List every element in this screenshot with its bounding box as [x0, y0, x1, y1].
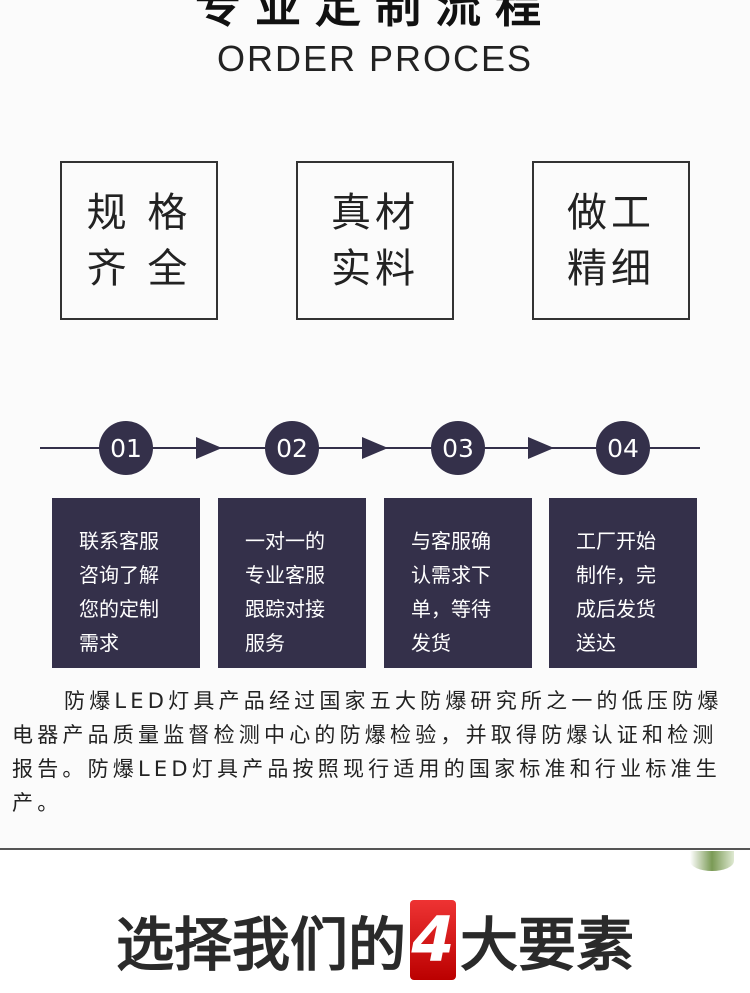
- feature-line: 真材: [331, 189, 419, 236]
- feature-box: 真材实料: [296, 161, 454, 320]
- step-box: 与客服确 认需求下 单，等待 发货: [384, 498, 532, 668]
- description-paragraph: 防爆LED灯具产品经过国家五大防爆研究所之一的低压防爆电器产品质量监督检测中心的…: [12, 689, 723, 815]
- feature-box: 规 格齐 全: [60, 161, 218, 320]
- divider: [0, 848, 750, 850]
- feature-line: 齐 全: [86, 245, 192, 292]
- feature-line: 精细: [567, 245, 655, 292]
- arrow-right-icon: [528, 437, 554, 459]
- feature-line: 做工: [567, 189, 655, 236]
- step-box: 联系客服 咨询了解 您的定制 需求: [52, 498, 200, 668]
- feature-line: 规 格: [86, 189, 192, 236]
- step-number: 01: [99, 421, 153, 475]
- arrow-right-icon: [196, 437, 222, 459]
- page-title-en: ORDER PROCES: [216, 38, 534, 79]
- step-number: 03: [431, 421, 485, 475]
- section-four-elements: [0, 850, 750, 993]
- step-number: 02: [265, 421, 319, 475]
- feature-box: 做工精细: [532, 161, 690, 320]
- heading-before: 选择我们的: [115, 911, 406, 979]
- feature-line: 实料: [331, 245, 419, 292]
- step-number: 04: [596, 421, 650, 475]
- arrow-right-icon: [362, 437, 388, 459]
- heading-number-badge: 4: [410, 900, 456, 980]
- page-title-cn: 专业定制流程: [195, 0, 555, 33]
- step-box: 一对一的 专业客服 跟踪对接 服务: [218, 498, 366, 668]
- step-box: 工厂开始 制作，完 成后发货 送达: [549, 498, 697, 668]
- heading-after: 大要素: [460, 911, 635, 979]
- leaf-decoration-icon: [690, 851, 734, 871]
